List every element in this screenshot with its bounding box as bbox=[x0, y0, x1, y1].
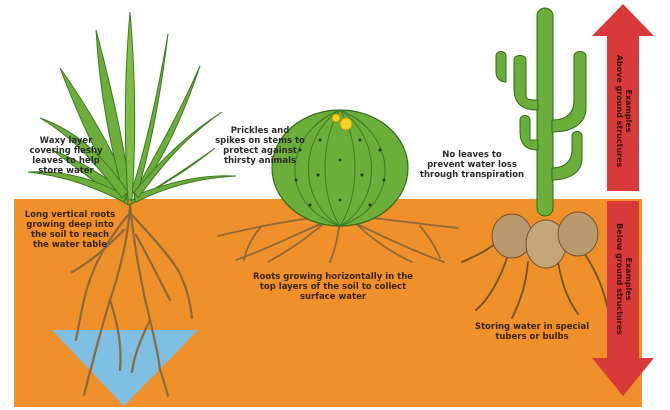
label-prickles: Prickles and spikes on stems to protect … bbox=[210, 126, 310, 166]
label-no-leaves: No leaves to prevent water loss through … bbox=[414, 150, 530, 180]
aloe-plant bbox=[28, 12, 236, 205]
arrow-text-below-ground: Examples Below ground structures bbox=[611, 219, 633, 339]
label-long-roots: Long vertical roots growing deep into th… bbox=[18, 210, 122, 250]
label-storing-water: Storing water in special tubers or bulbs bbox=[470, 322, 594, 342]
label-waxy-layer: Waxy layer covering fleshy leaves to hel… bbox=[22, 136, 110, 176]
arrow-text-above-ground: Examples Above ground structures bbox=[611, 51, 633, 171]
label-horizontal-roots: Roots growing horizontally in the top la… bbox=[248, 272, 418, 302]
tall-cactus bbox=[496, 8, 586, 216]
